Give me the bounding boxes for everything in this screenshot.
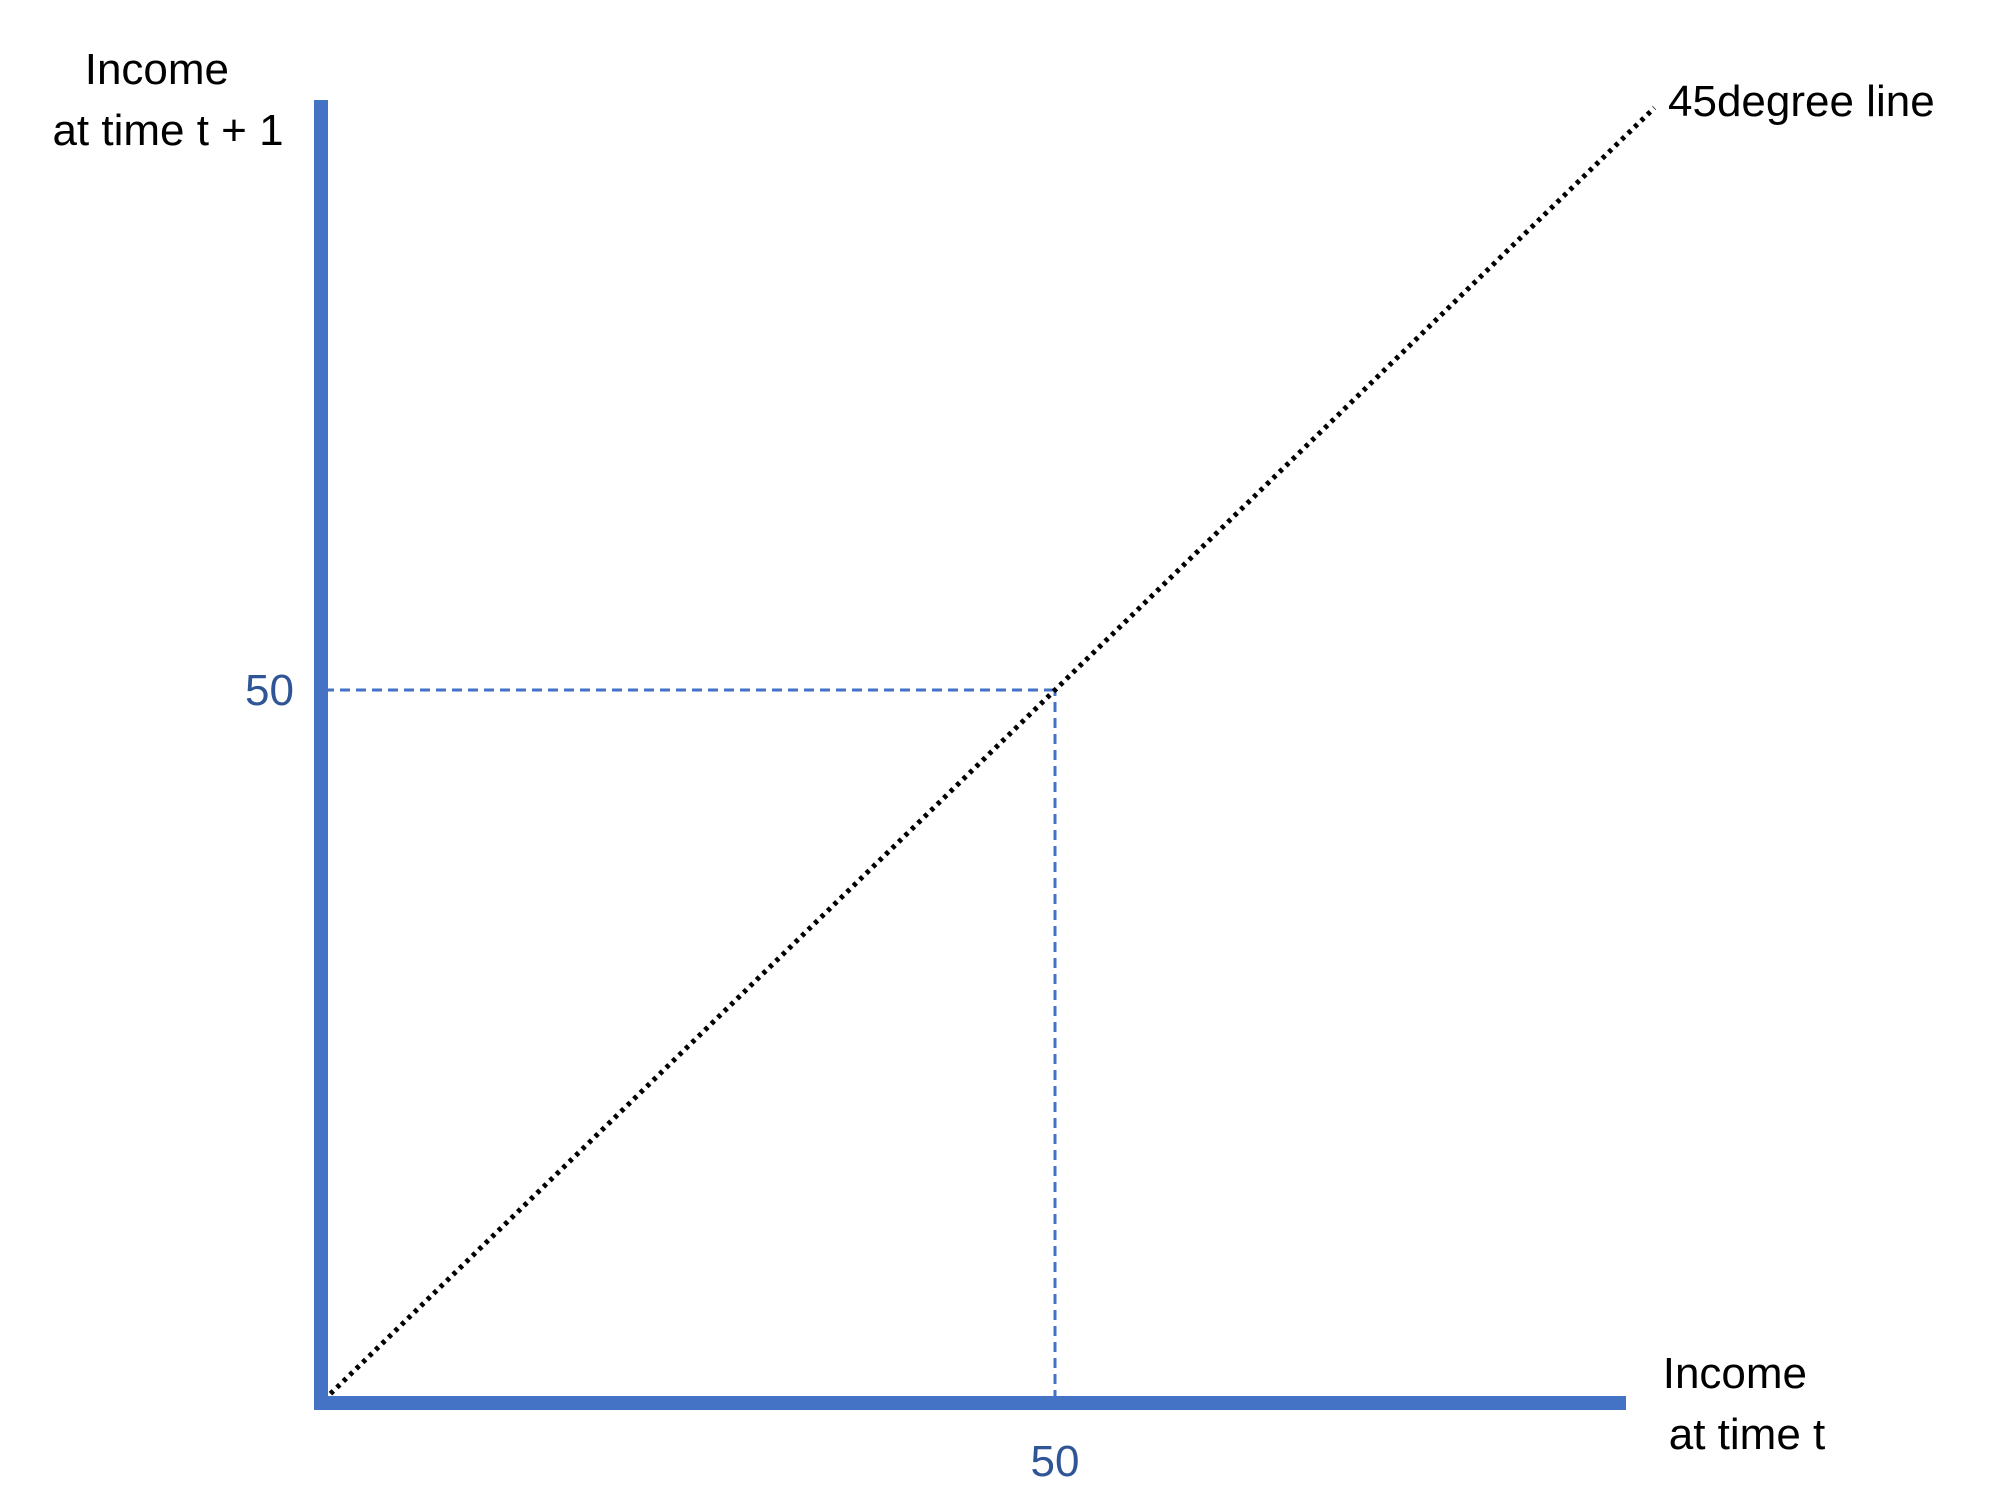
x-tick-label: 50 xyxy=(1031,1437,1080,1486)
x-axis-line xyxy=(314,1396,1626,1410)
axes xyxy=(314,100,1626,1410)
series-layer xyxy=(322,106,1657,1402)
y-axis-title-line-2: at time t + 1 xyxy=(52,106,283,155)
y-axis-title: Income at time t + 1 xyxy=(52,45,283,155)
x-axis-title-line-2: at time t xyxy=(1669,1410,1826,1459)
series-line-45degree xyxy=(322,106,1657,1402)
series-label-45degree-line: 45degree line xyxy=(1668,77,1935,126)
y-tick-label: 50 xyxy=(245,666,294,715)
tick-labels: 50 50 xyxy=(245,666,1079,1486)
y-axis-line xyxy=(314,100,328,1410)
y-axis-title-line-1: Income xyxy=(85,45,229,94)
x-axis-title-line-1: Income xyxy=(1663,1349,1807,1398)
reference-lines xyxy=(324,688,1057,1400)
x-axis-title: Income at time t xyxy=(1663,1349,1826,1459)
